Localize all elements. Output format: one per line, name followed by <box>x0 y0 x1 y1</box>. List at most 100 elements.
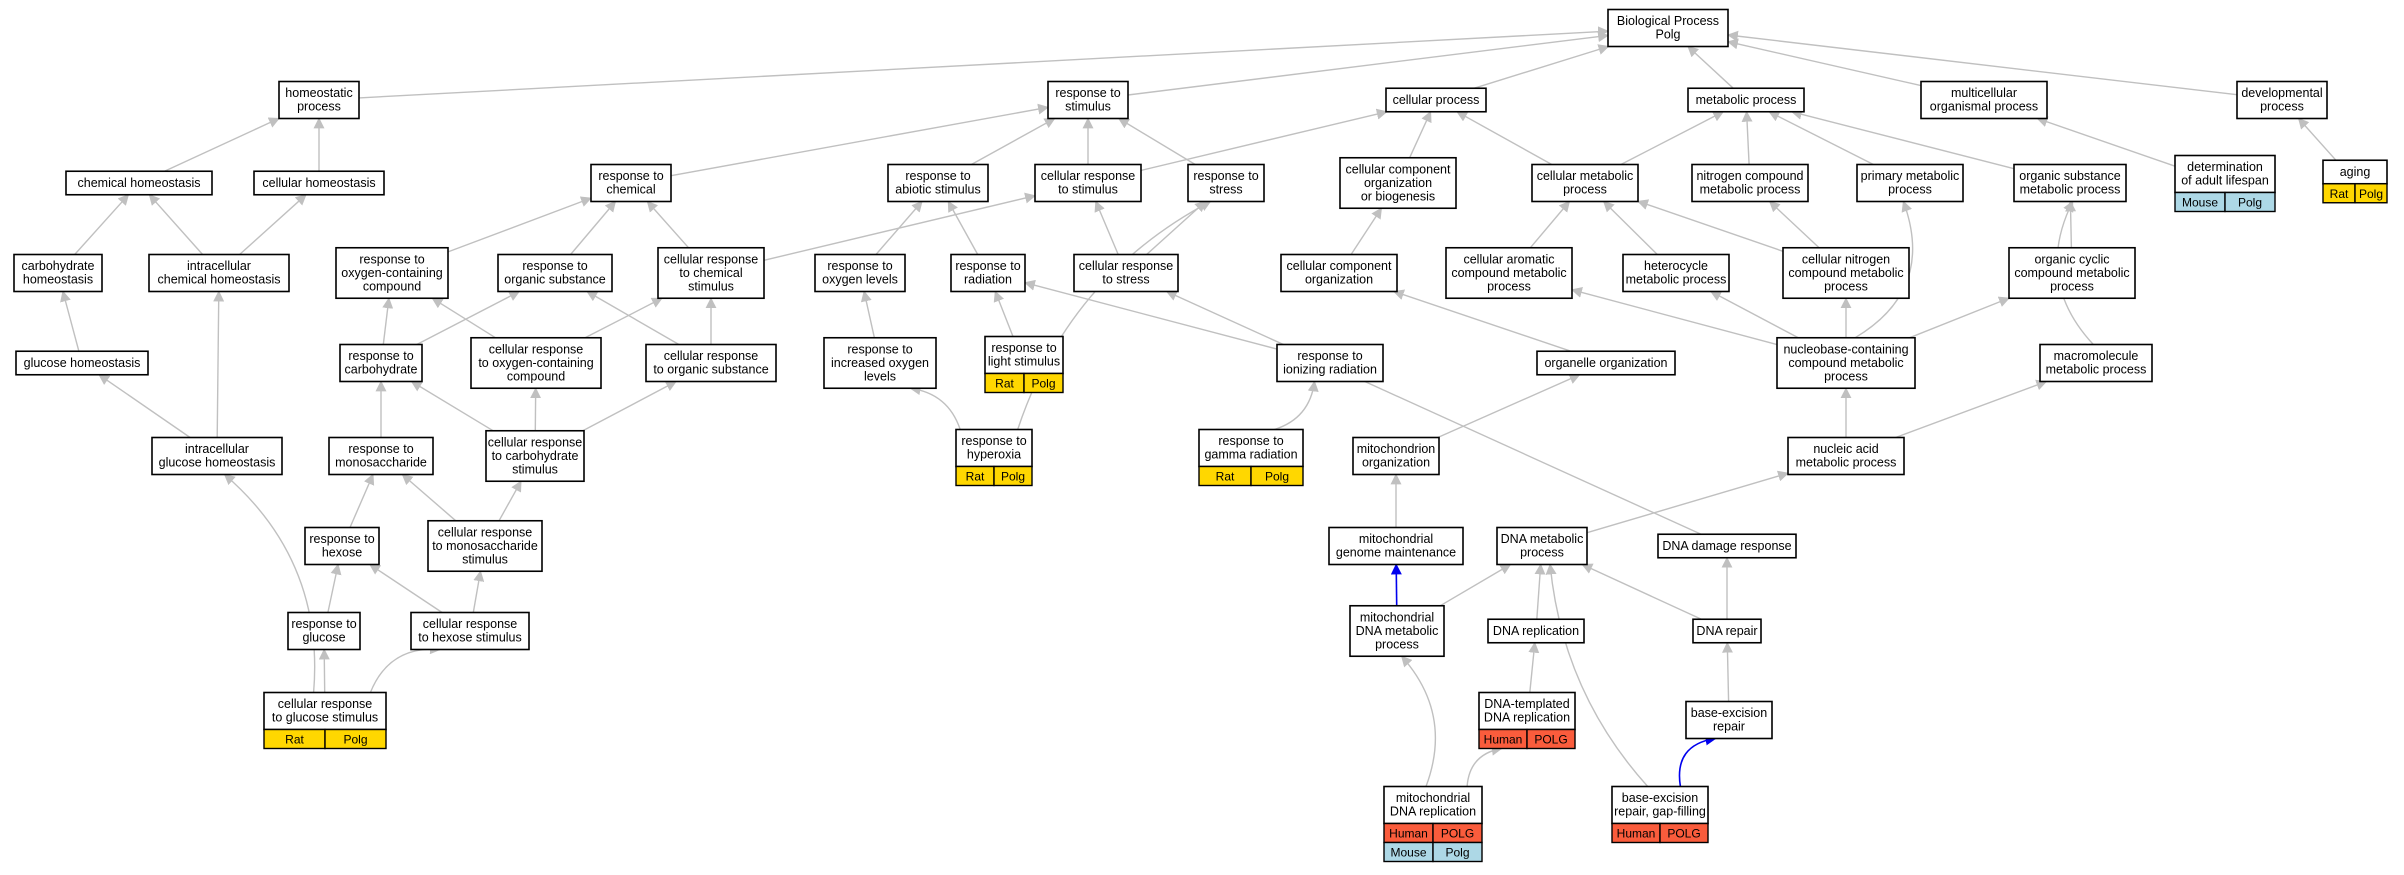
node-cellular_process[interactable]: cellular process <box>1385 87 1487 113</box>
edge-nucleobase-to-organic_cyclic <box>1909 296 2011 339</box>
node-dna_replication[interactable]: DNA replication <box>1487 618 1585 644</box>
node-box <box>1657 533 1797 559</box>
node-label: chemical homeostasis <box>78 176 201 190</box>
node-box <box>1445 246 1573 300</box>
node-label: cellular response <box>1041 169 1136 183</box>
node-box <box>1687 87 1805 113</box>
node-box <box>1385 87 1487 113</box>
node-organelle_org[interactable]: organelle organization <box>1536 350 1676 376</box>
node-label: cellular component <box>1287 259 1392 273</box>
species-label: Human <box>1389 827 1428 841</box>
node-label: levels <box>864 369 896 383</box>
node-label: cellular component <box>1346 162 1451 176</box>
node-dna_repair[interactable]: DNA repair <box>1692 618 1762 644</box>
gene-label: Polg <box>2238 196 2262 210</box>
node-label: DNA repair <box>1696 624 1757 638</box>
node-label: compound metabolic <box>1451 266 1566 280</box>
edge-primary_metab-to-metabolic_process <box>1768 111 1874 166</box>
edge-resp_organic-to-resp_chemical <box>570 200 617 255</box>
node-label: chemical <box>606 183 655 197</box>
node-label: metabolic process <box>1700 183 1801 197</box>
node-label: response to <box>1218 434 1283 448</box>
node-metabolic_process[interactable]: metabolic process <box>1687 87 1805 113</box>
node-chem_homeo[interactable]: chemical homeostasis <box>65 170 213 196</box>
edge-mito_dna_rep-to-dna_templated <box>1466 744 1503 787</box>
node-box <box>339 343 423 383</box>
edge-resp_abiotic-to-response_stimulus <box>971 117 1056 166</box>
node-box <box>1487 618 1585 644</box>
node-cell_homeo[interactable]: cellular homeostasis <box>253 170 385 196</box>
node-label: carbohydrate <box>345 363 418 377</box>
node-glucose_homeo[interactable]: glucose homeostasis <box>15 350 149 376</box>
node-label: carbohydrate <box>22 259 95 273</box>
species-label: Rat <box>2330 187 2349 201</box>
gene-label: Polg <box>2359 187 2383 201</box>
node-box <box>151 436 283 476</box>
node-dna_damage[interactable]: DNA damage response <box>1657 533 1797 559</box>
node-label: process <box>1824 369 1868 383</box>
edge-nitrogen_metab-to-metabolic_process <box>1741 110 1753 165</box>
edge-resp_glucose-to-resp_hexose <box>327 563 342 613</box>
edge-aging-to-developmental <box>2297 117 2337 161</box>
node-label: organic substance <box>504 273 606 287</box>
node-label: organic cyclic <box>2034 252 2109 266</box>
edge-dna_replication-to-dna_metab <box>1534 563 1546 620</box>
